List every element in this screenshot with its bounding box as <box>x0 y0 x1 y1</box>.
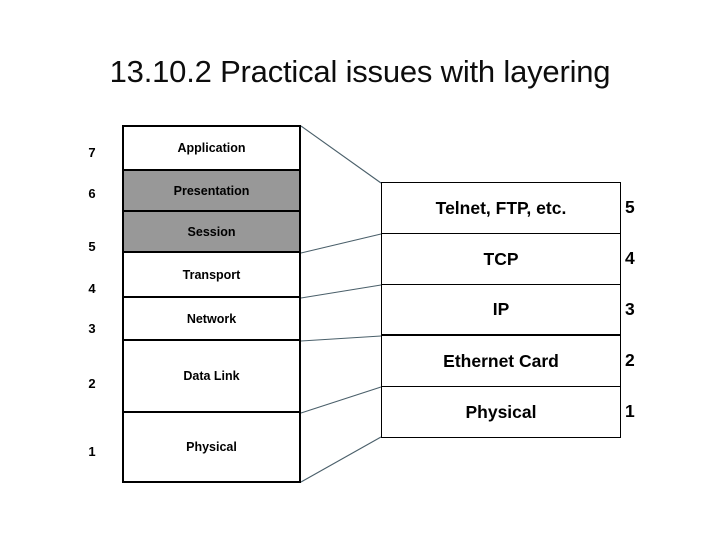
tcp-layer-number-3: 3 <box>625 299 635 319</box>
tcp-layer-number-1: 1 <box>625 401 635 421</box>
tcp-layer-number-5: 5 <box>625 197 635 217</box>
tcp-layer-physical[interactable]: Physical <box>465 402 537 422</box>
connector-line-application-to-telnet <box>300 125 382 184</box>
osi-layer-transport[interactable]: Transport <box>124 253 299 298</box>
osi-layer-presentation[interactable]: Presentation <box>124 171 299 212</box>
osi-layer-data-link[interactable]: Data Link <box>124 341 299 413</box>
osi-layer-number-2: 2 <box>88 376 96 391</box>
tcpip-layer-stack: Telnet, FTP, etc. TCP IP Ethernet Card P… <box>381 182 621 438</box>
osi-layer-number-5: 5 <box>88 239 96 254</box>
connector-line-transport-to-ip <box>300 284 382 299</box>
osi-layer-session[interactable]: Session <box>124 212 299 253</box>
connector-line-network-to-ethernet <box>300 335 382 342</box>
osi-layer-stack: Application Presentation Session Transpo… <box>122 125 301 483</box>
osi-layer-number-1: 1 <box>88 444 96 459</box>
connector-line-physical-to-physical <box>300 436 382 483</box>
osi-layer-number-4: 4 <box>88 281 96 296</box>
osi-layer-network[interactable]: Network <box>124 298 299 341</box>
tcp-layer-ethernet-card[interactable]: Ethernet Card <box>382 336 620 387</box>
osi-layer-number-3: 3 <box>88 321 96 336</box>
connector-line-session-to-tcp <box>300 233 382 254</box>
osi-layer-number-7: 7 <box>88 145 96 160</box>
osi-layer-application[interactable]: Application <box>124 127 299 171</box>
tcp-layer-number-4: 4 <box>625 248 635 268</box>
osi-layer-physical[interactable]: Physical <box>186 440 237 454</box>
tcp-layer-ip[interactable]: IP <box>382 285 620 336</box>
tcp-layer-tcp[interactable]: TCP <box>382 234 620 285</box>
tcp-layer-telnet-ftp[interactable]: Telnet, FTP, etc. <box>382 183 620 234</box>
osi-layer-number-6: 6 <box>88 186 96 201</box>
tcp-layer-number-2: 2 <box>625 350 635 370</box>
page-title: 13.10.2 Practical issues with layering <box>109 54 611 89</box>
connector-line-datalink-to-physical <box>300 386 382 414</box>
